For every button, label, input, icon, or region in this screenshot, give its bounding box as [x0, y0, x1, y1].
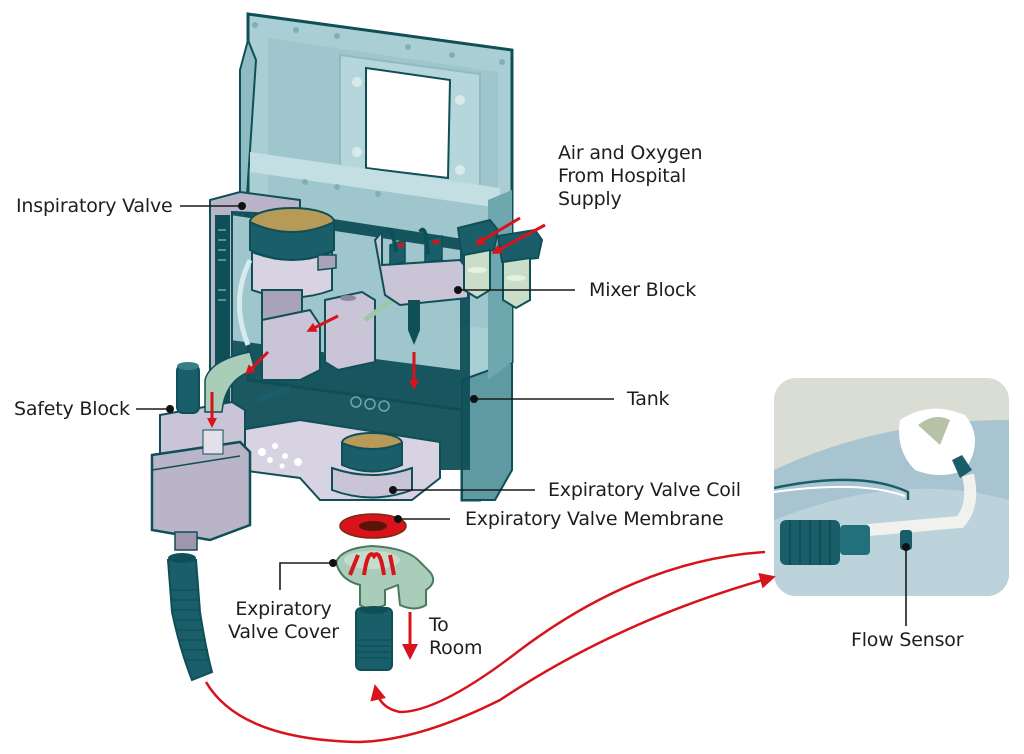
inspiratory-hose: [166, 553, 214, 682]
label-air-oxygen-supply: Air and Oxygen From Hospital Supply: [558, 142, 703, 210]
patient-inset: [774, 378, 1009, 596]
label-expiratory-valve-membrane: Expiratory Valve Membrane: [465, 508, 724, 530]
connector-block: [324, 290, 394, 372]
label-safety-block: Safety Block: [14, 398, 130, 420]
mixer-block: [373, 218, 544, 345]
label-mixer-block: Mixer Block: [589, 279, 697, 301]
leader-lines: [136, 202, 910, 626]
frame-screw-holes: [252, 22, 505, 197]
label-expiratory-valve-coil: Expiratory Valve Coil: [548, 479, 741, 501]
expiratory-valve-cover: [334, 544, 435, 671]
internal-flow-arrows: [207, 216, 546, 660]
label-flow-sensor: Flow Sensor: [851, 629, 964, 651]
expiratory-valve-membrane: [339, 513, 407, 539]
breathing-circuit-arrows: [204, 550, 776, 744]
label-inspiratory-valve: Inspiratory Valve: [16, 195, 173, 217]
expiratory-valve-coil: [239, 385, 441, 501]
safety-block: [150, 351, 256, 551]
label-expiratory-valve-cover: Expiratory Valve Cover: [228, 598, 339, 643]
label-tank: Tank: [627, 388, 670, 410]
label-to-room: To Room: [429, 614, 483, 659]
